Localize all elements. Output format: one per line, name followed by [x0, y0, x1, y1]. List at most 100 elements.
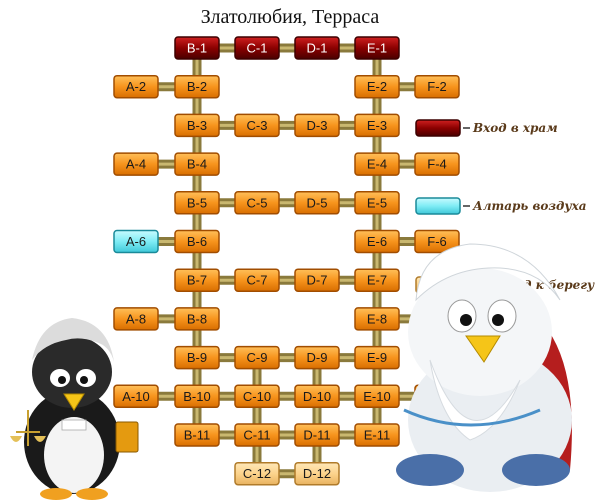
room-label: C-7 — [247, 273, 268, 288]
room-b-2: B-2 — [174, 74, 220, 99]
room-d-12: D-12 — [294, 461, 340, 486]
room-label: A-6 — [126, 234, 146, 249]
room-f-6: F-6 — [414, 229, 460, 254]
room-label: B-10 — [183, 389, 210, 404]
room-d-1: D-1 — [294, 36, 340, 60]
room-box — [174, 345, 220, 370]
judge-penguin-illustration — [10, 318, 139, 500]
room-label: E-5 — [367, 195, 387, 210]
room-box — [113, 152, 159, 176]
room-label: E-11 — [364, 428, 391, 443]
room-label: E-3 — [367, 118, 387, 133]
room-label: E-2 — [367, 79, 387, 94]
room-label: C-11 — [243, 428, 270, 443]
room-label: D-1 — [307, 41, 328, 56]
room-box — [234, 36, 280, 60]
room-box — [113, 307, 159, 331]
room-label: E-7 — [367, 273, 387, 288]
room-a-4: A-4 — [113, 152, 159, 176]
room-box — [354, 345, 400, 370]
room-label: A-8 — [126, 311, 146, 326]
room-box — [174, 36, 220, 60]
room-box — [354, 191, 400, 215]
room-box — [354, 384, 400, 409]
room-label: E-10 — [363, 389, 390, 404]
legend-item-temple: Вход в храм — [415, 119, 558, 137]
room-label: B-3 — [187, 118, 207, 133]
room-box — [174, 152, 220, 176]
room-box — [354, 74, 400, 99]
room-box — [113, 74, 159, 99]
room-b-6: B-6 — [174, 229, 220, 254]
room-a-6: A-6 — [113, 229, 159, 254]
room-label: E-1 — [367, 41, 387, 56]
room-label: D-11 — [303, 428, 330, 443]
room-e-7: E-7 — [354, 268, 400, 292]
room-label: E-6 — [367, 234, 387, 249]
room-box — [354, 229, 400, 254]
room-label: B-4 — [187, 157, 207, 172]
room-label: B-11 — [184, 428, 211, 443]
legend-label: Алтарь воздуха — [472, 199, 587, 213]
room-box — [113, 384, 159, 409]
room-label: B-2 — [187, 79, 207, 94]
room-b-5: B-5 — [174, 191, 220, 215]
room-c-12: C-12 — [234, 461, 280, 486]
room-e-2: E-2 — [354, 74, 400, 99]
legend-swatch — [415, 119, 461, 137]
diagram-title: Златолюбия, Терраса — [200, 6, 380, 28]
room-e-8: E-8 — [354, 307, 400, 331]
room-e-9: E-9 — [354, 345, 400, 370]
room-label: B-5 — [187, 195, 207, 210]
room-b-8: B-8 — [174, 307, 220, 331]
room-box — [354, 152, 400, 176]
room-box — [234, 191, 280, 215]
room-label: D-3 — [307, 118, 328, 133]
room-box — [294, 268, 340, 292]
room-box — [174, 191, 220, 215]
room-box — [174, 384, 220, 409]
room-label: C-10 — [243, 389, 271, 404]
room-c-11: C-11 — [234, 423, 280, 447]
room-label: C-1 — [247, 41, 268, 56]
legend-swatch — [415, 197, 461, 215]
room-box — [414, 229, 460, 254]
room-box — [294, 113, 340, 138]
room-box — [414, 74, 460, 99]
room-box — [234, 461, 280, 486]
room-box — [174, 113, 220, 138]
room-e-10: E-10 — [354, 384, 400, 409]
legend-label: Вход в храм — [472, 121, 558, 135]
room-box — [354, 423, 400, 447]
room-f-2: F-2 — [414, 74, 460, 99]
room-c-3: C-3 — [234, 113, 280, 138]
room-box — [234, 423, 280, 447]
room-label: C-5 — [247, 195, 268, 210]
room-label: C-3 — [247, 118, 268, 133]
room-label: D-10 — [303, 389, 331, 404]
room-box — [174, 423, 220, 447]
room-label: F-4 — [427, 157, 447, 172]
room-label: C-12 — [243, 466, 271, 481]
room-e-4: E-4 — [354, 152, 400, 176]
room-b-1: B-1 — [174, 36, 220, 60]
room-box — [174, 307, 220, 331]
room-b-3: B-3 — [174, 113, 220, 138]
room-b-10: B-10 — [174, 384, 220, 409]
room-box — [354, 307, 400, 331]
room-box — [294, 384, 340, 409]
room-d-11: D-11 — [294, 423, 340, 447]
room-label: B-8 — [187, 311, 207, 326]
wizard-penguin-illustration — [396, 243, 572, 492]
room-box — [174, 229, 220, 254]
room-box — [113, 229, 159, 254]
room-d-9: D-9 — [294, 345, 340, 370]
room-label: D-9 — [307, 350, 328, 365]
room-label: A-4 — [126, 157, 146, 172]
room-label: B-9 — [187, 350, 207, 365]
room-box — [174, 74, 220, 99]
room-box — [234, 268, 280, 292]
room-a-2: A-2 — [113, 74, 159, 99]
room-box — [234, 345, 280, 370]
